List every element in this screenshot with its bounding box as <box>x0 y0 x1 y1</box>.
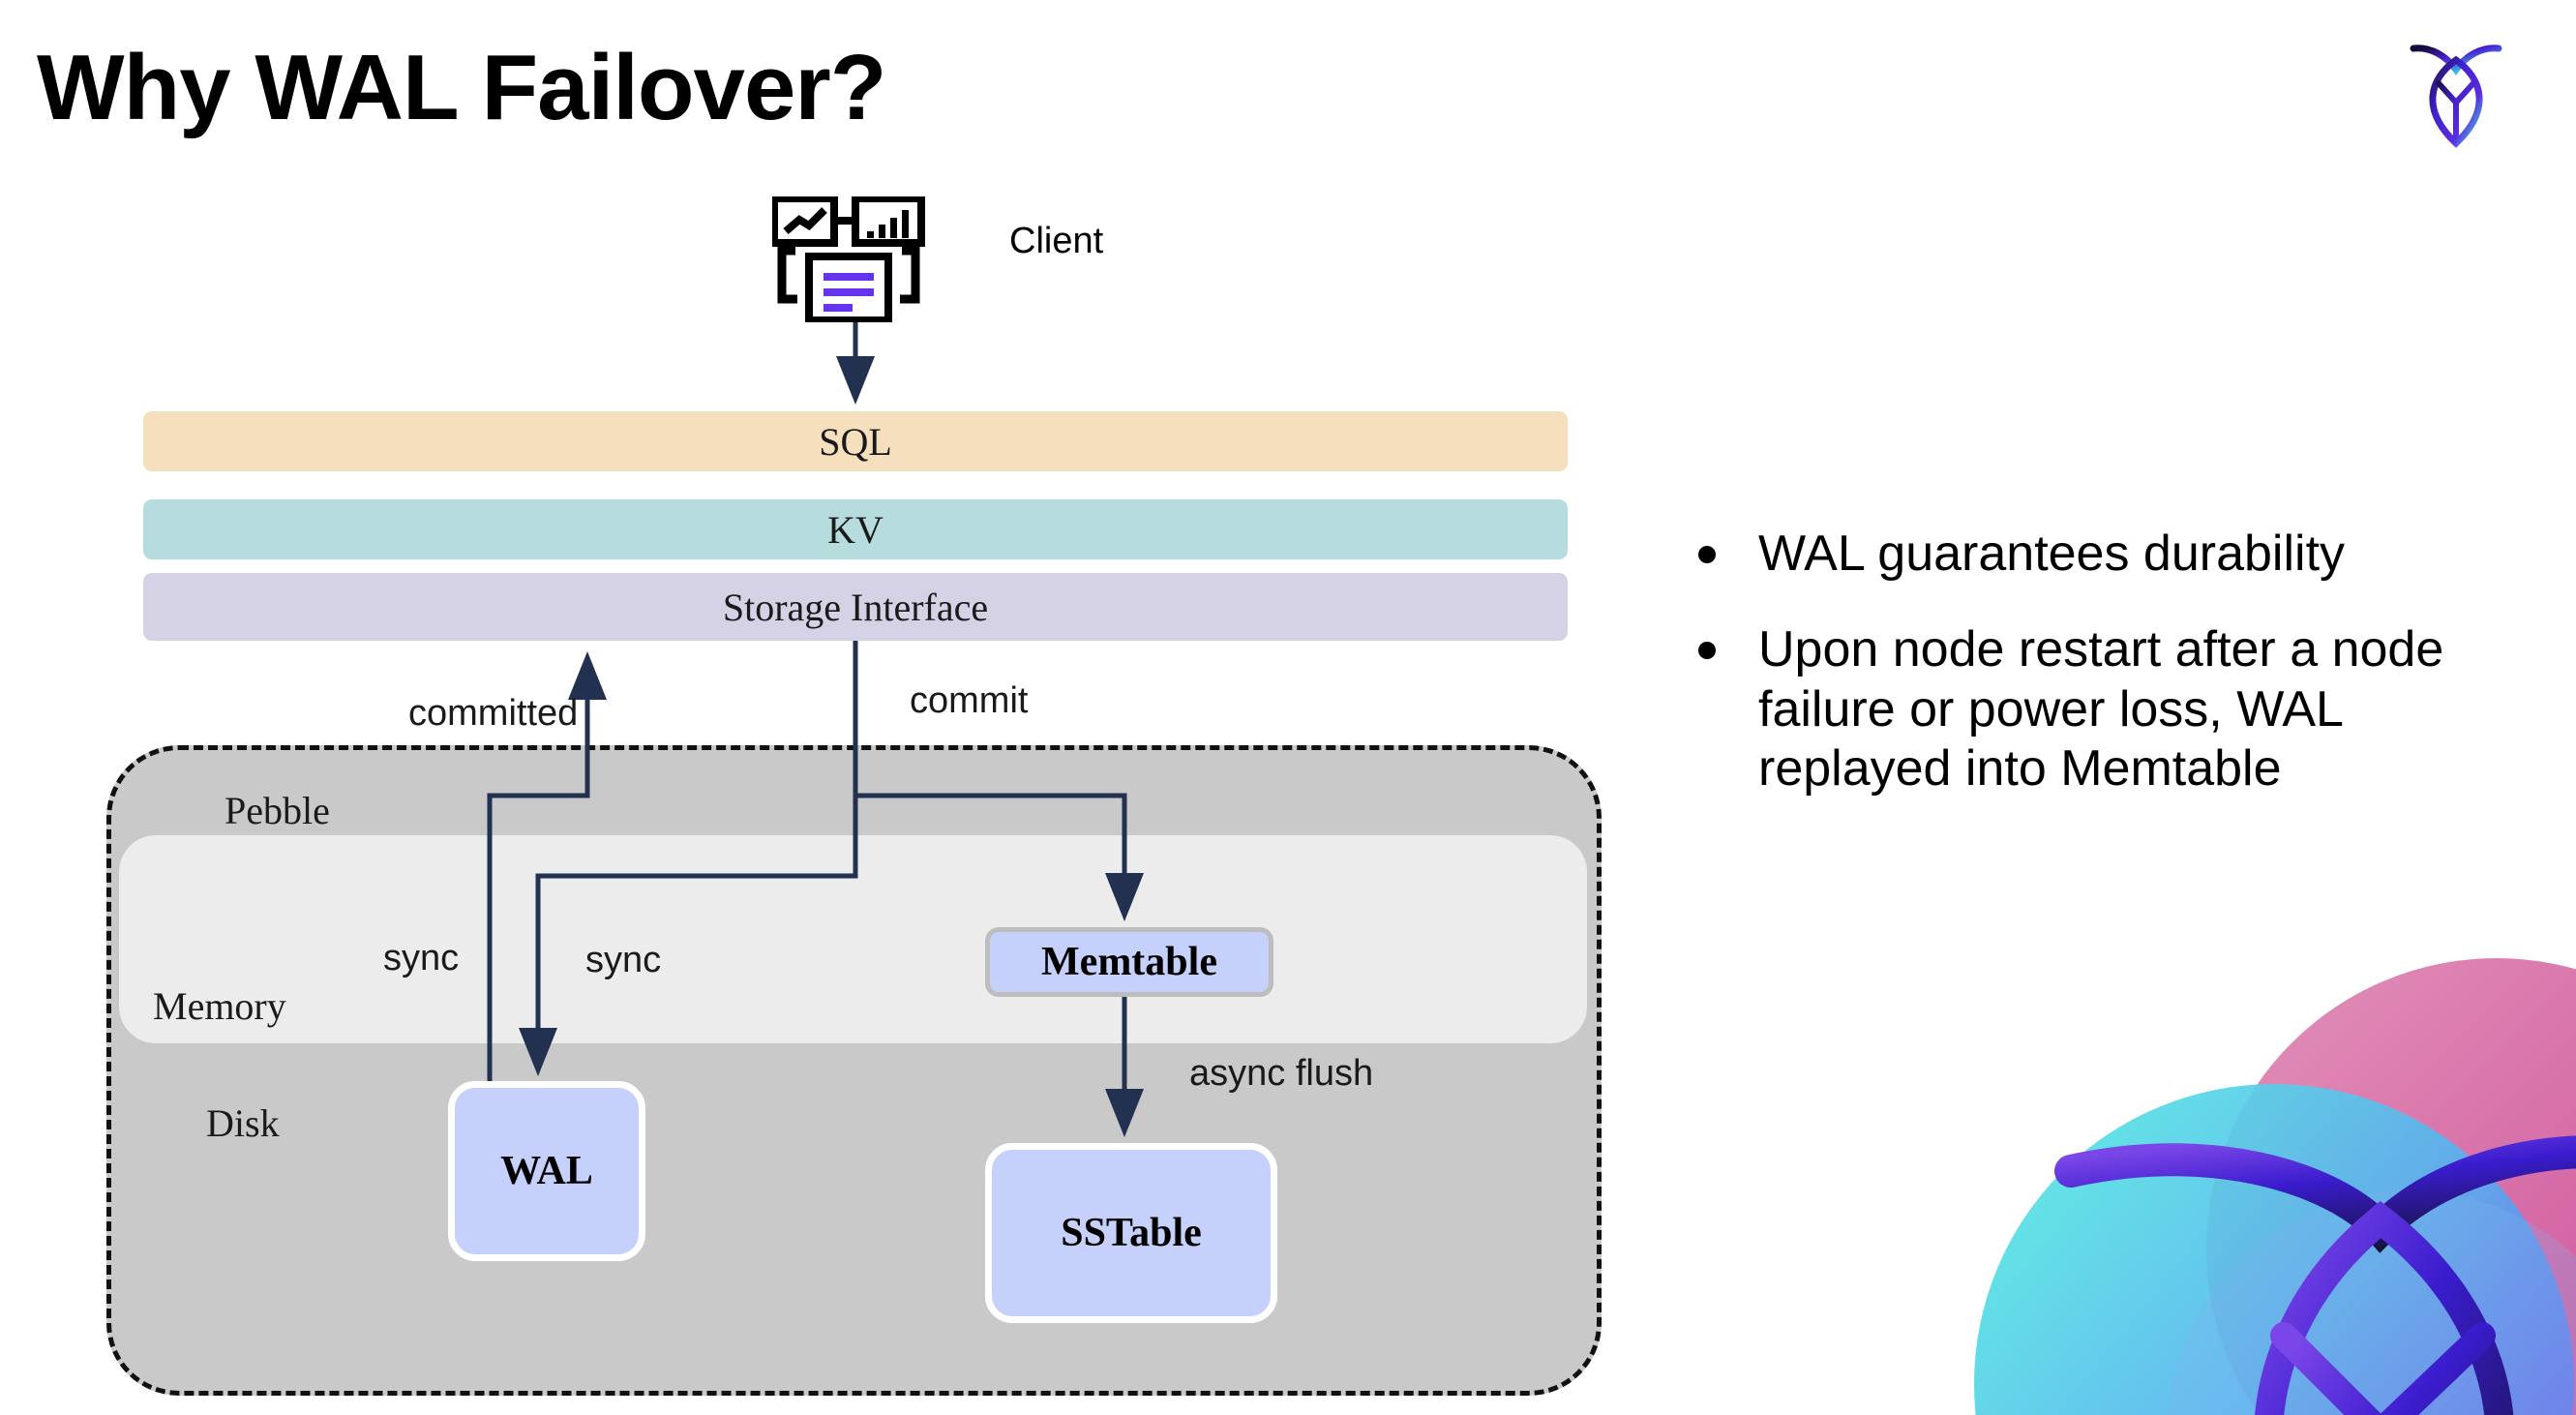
node-wal: WAL <box>448 1081 645 1261</box>
layer-bar-sql: SQL <box>143 411 1568 471</box>
layer-label-kv: KV <box>827 507 884 552</box>
page-title: Why WAL Failover? <box>37 36 886 139</box>
edge-label-sync-1: sync <box>383 938 460 978</box>
bullet-dot-icon <box>1698 546 1716 563</box>
node-wal-label: WAL <box>500 1149 593 1193</box>
client-dashboard-icon <box>770 195 925 324</box>
list-item: WAL guarantees durability <box>1698 525 2501 584</box>
client-label: Client <box>1009 221 1104 261</box>
node-memtable-label: Memtable <box>1041 940 1217 984</box>
edge-label-async-flush: async flush <box>1189 1053 1374 1094</box>
edge-label-committed: committed <box>408 693 579 734</box>
node-sstable: SSTable <box>985 1143 1277 1323</box>
bullet-text: WAL guarantees durability <box>1758 526 2346 582</box>
disk-label: Disk <box>206 1101 280 1145</box>
edge-label-commit: commit <box>910 680 1029 721</box>
layer-label-storage-interface: Storage Interface <box>722 585 989 629</box>
cockroachdb-watermark-icon <box>1955 929 2576 1415</box>
node-sstable-label: SSTable <box>1061 1211 1202 1255</box>
pebble-label: Pebble <box>225 789 330 832</box>
layer-label-sql: SQL <box>819 419 892 464</box>
edge-label-sync-2: sync <box>585 940 662 980</box>
list-item: Upon node restart after a node failure o… <box>1698 620 2501 798</box>
cockroachdb-logo-icon <box>2398 27 2514 153</box>
bullet-text: Upon node restart after a node failure o… <box>1758 621 2444 798</box>
node-memtable: Memtable <box>985 927 1273 997</box>
bullet-list: WAL guarantees durability Upon node rest… <box>1698 525 2501 835</box>
layer-bar-storage-interface: Storage Interface <box>143 573 1568 641</box>
layer-bar-kv: KV <box>143 499 1568 559</box>
bullet-dot-icon <box>1698 642 1716 660</box>
memory-label: Memory <box>153 984 286 1028</box>
memory-zone <box>119 835 1587 1043</box>
